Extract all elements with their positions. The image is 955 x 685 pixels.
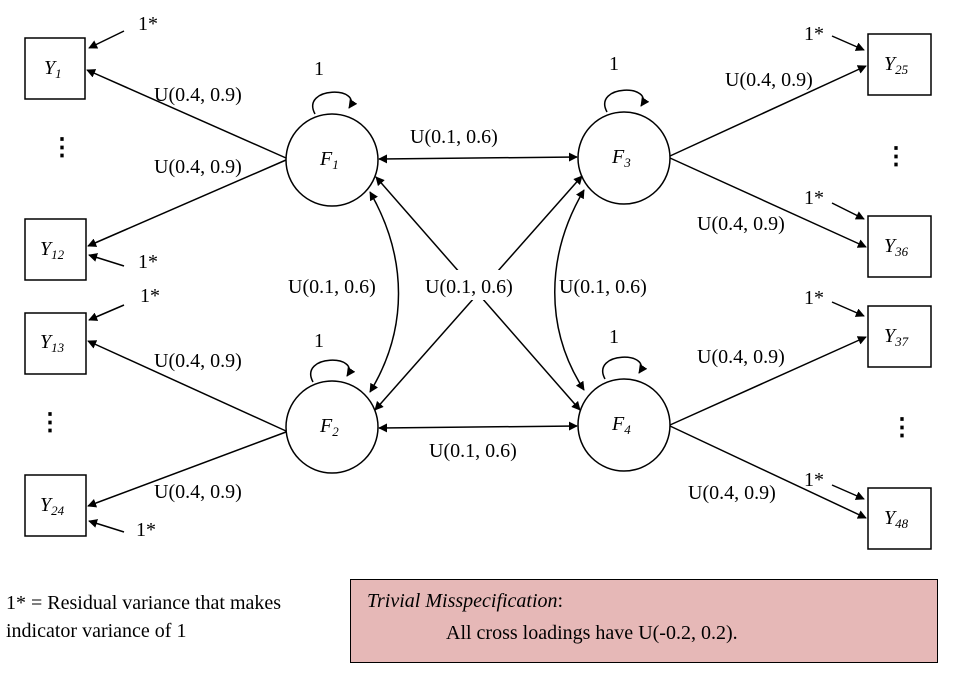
misspecification-box: Trivial Misspecification: All cross load… bbox=[350, 579, 938, 663]
misspecification-title: Trivial Misspecification: bbox=[367, 590, 564, 612]
loading-f3-y25 bbox=[669, 65, 867, 157]
factor-f2: F2 bbox=[285, 380, 379, 474]
loading-label-y37: U(0.4, 0.9) bbox=[697, 346, 785, 368]
ellipsis-left-top: ⋮ bbox=[50, 135, 74, 161]
indicator-y25: Y25 bbox=[867, 33, 932, 96]
factor-f1: F1 bbox=[285, 113, 379, 207]
correlation-label-f3-f4: U(0.1, 0.6) bbox=[559, 276, 647, 298]
correlation-label-f1-f2: U(0.1, 0.6) bbox=[288, 276, 376, 298]
factor-f4: F4 bbox=[577, 378, 671, 472]
correlation-label-f2-f4: U(0.1, 0.6) bbox=[429, 440, 517, 462]
residual-y24: 1* bbox=[88, 519, 156, 541]
indicator-y37: Y37 bbox=[867, 305, 932, 368]
svg-text:1: 1 bbox=[314, 330, 324, 352]
residual-y36: 1* bbox=[804, 187, 865, 220]
residual-y13: 1* bbox=[88, 285, 160, 321]
ellipsis-right-bottom: ⋮ bbox=[890, 415, 914, 441]
correlation-f2-f4 bbox=[378, 421, 578, 433]
misspecification-text: All cross loadings have U(-0.2, 0.2). bbox=[446, 622, 738, 644]
ellipsis-right-top: ⋮ bbox=[884, 144, 908, 170]
svg-text:1*: 1* bbox=[804, 187, 824, 209]
loading-f1-y1 bbox=[86, 69, 287, 159]
loading-f4-y37 bbox=[669, 336, 867, 426]
indicator-y36: Y36 bbox=[867, 215, 932, 278]
residual-y37: 1* bbox=[804, 287, 865, 317]
svg-text:1*: 1* bbox=[138, 251, 158, 273]
svg-text:1*: 1* bbox=[804, 23, 824, 45]
svg-text:1*: 1* bbox=[138, 13, 158, 35]
svg-text:1*: 1* bbox=[804, 469, 824, 491]
loading-label-y13: U(0.4, 0.9) bbox=[154, 350, 242, 372]
loading-f1-y12 bbox=[87, 159, 287, 247]
indicator-y1: Y1 bbox=[24, 37, 86, 100]
svg-text:1: 1 bbox=[609, 53, 619, 75]
residual-note-line1: 1* = Residual variance that makes bbox=[6, 592, 282, 614]
residual-y48: 1* bbox=[804, 469, 865, 500]
correlation-f1-f3 bbox=[378, 152, 578, 164]
svg-text:1*: 1* bbox=[140, 285, 160, 307]
indicator-y48: Y48 bbox=[867, 487, 932, 550]
loading-f2-y24 bbox=[87, 431, 287, 508]
indicator-y24: Y24 bbox=[24, 474, 87, 537]
residual-y12: 1* bbox=[88, 251, 158, 273]
residual-note: 1* = Residual variance that makes indica… bbox=[6, 589, 346, 645]
svg-text:1: 1 bbox=[609, 326, 619, 348]
correlation-label-f1-f3: U(0.1, 0.6) bbox=[410, 126, 498, 148]
variance-loop-f2: 1 bbox=[310, 330, 356, 383]
variance-loop-f4: 1 bbox=[602, 326, 648, 380]
residual-note-line2: indicator variance of 1 bbox=[6, 620, 187, 642]
indicator-y12: Y12 bbox=[24, 218, 87, 281]
residual-y1: 1* bbox=[88, 13, 158, 49]
indicator-y13: Y13 bbox=[24, 312, 87, 375]
loading-label-y25: U(0.4, 0.9) bbox=[725, 69, 813, 91]
variance-loop-f3: 1 bbox=[604, 53, 650, 113]
loading-f3-y36 bbox=[669, 157, 867, 248]
loading-f2-y13 bbox=[87, 340, 287, 432]
loading-f4-y48 bbox=[669, 425, 867, 519]
factor-f3: F3 bbox=[577, 111, 671, 205]
residual-y25: 1* bbox=[804, 23, 865, 51]
loading-label-y12: U(0.4, 0.9) bbox=[154, 156, 242, 178]
variance-loop-f1: 1 bbox=[312, 58, 358, 115]
correlation-label-center: U(0.1, 0.6) bbox=[425, 276, 513, 298]
loading-label-y1: U(0.4, 0.9) bbox=[154, 84, 242, 106]
svg-text:1: 1 bbox=[314, 58, 324, 80]
svg-text:1*: 1* bbox=[804, 287, 824, 309]
ellipsis-left-bottom: ⋮ bbox=[38, 410, 62, 436]
loading-label-y24: U(0.4, 0.9) bbox=[154, 481, 242, 503]
path-diagram: Y1 Y12 Y13 Y24 Y25 Y36 Y37 Y48 ⋮ ⋮ ⋮ ⋮ F… bbox=[24, 13, 932, 550]
svg-text:1*: 1* bbox=[136, 519, 156, 541]
loading-label-y36: U(0.4, 0.9) bbox=[697, 213, 785, 235]
loading-label-y48: U(0.4, 0.9) bbox=[688, 482, 776, 504]
